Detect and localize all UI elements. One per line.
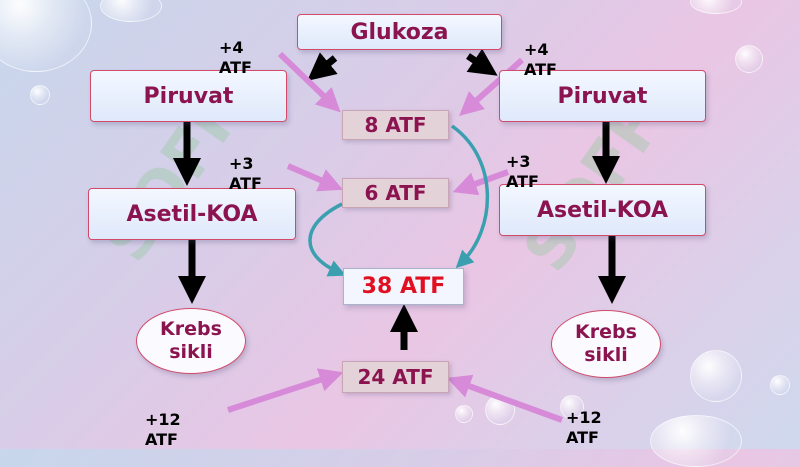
arrow-pink-bottom-right (446, 374, 564, 423)
glucose-box: Glukoza (297, 14, 502, 50)
krebs-left-line1: Krebs (160, 318, 222, 341)
atf-24-box: 24 ATF (342, 361, 449, 393)
label-mid-left-unit: ATF (229, 174, 262, 193)
arrow-pink-top-right (459, 57, 524, 116)
bubble-decoration (560, 395, 584, 419)
acetyl-right-box: Asetil-KOA (499, 184, 706, 236)
bubble-decoration (455, 405, 473, 423)
krebs-left-circle: Krebs sikli (136, 308, 246, 374)
krebs-left-line2: sikli (169, 341, 213, 363)
acetyl-left-box: Asetil-KOA (88, 188, 296, 240)
arrow-pink-mid-left (286, 163, 344, 192)
label-mid-right-value: +3 (506, 152, 531, 171)
bubble-decoration (770, 375, 790, 395)
label-bottom-left-value: +12 (145, 410, 181, 429)
label-mid-left: +3 ATF (229, 154, 262, 194)
label-mid-right-unit: ATF (506, 172, 539, 191)
label-mid-left-value: +3 (229, 154, 254, 173)
atf-38-total-box: 38 ATF (343, 268, 464, 305)
krebs-right-line1: Krebs (575, 321, 637, 344)
arrow-teal-8-to-38 (450, 124, 490, 269)
arrow-glucose-to-pyruvate-left (307, 52, 338, 81)
label-bottom-right-value: +12 (566, 408, 602, 427)
arrow-pink-top-left (277, 51, 341, 113)
arrows-layer (173, 48, 626, 423)
bubble-decoration (735, 45, 763, 73)
bubble-decoration (30, 85, 50, 105)
atf-8-box: 8 ATF (342, 110, 449, 140)
arrow-teal-6-to-38 (308, 202, 346, 277)
atf-6-box: 6 ATF (342, 178, 449, 208)
pyruvate-left-box: Piruvat (90, 70, 287, 122)
label-top-left: +4 ATF (219, 38, 252, 78)
label-bottom-right-unit: ATF (566, 428, 599, 447)
pyruvate-right-box: Piruvat (499, 70, 706, 122)
label-top-left-unit: ATF (219, 58, 252, 77)
label-top-left-value: +4 (219, 38, 244, 57)
label-top-right-value: +4 (524, 40, 549, 59)
krebs-right-circle: Krebs sikli (551, 310, 661, 378)
label-bottom-right: +12 ATF (566, 408, 602, 448)
label-top-right-unit: ATF (524, 60, 557, 79)
label-bottom-left-unit: ATF (145, 430, 178, 449)
label-mid-right: +3 ATF (506, 152, 539, 192)
bubble-decoration (690, 350, 742, 402)
arrow-glucose-to-pyruvate-right (466, 48, 498, 76)
label-top-right: +4 ATF (524, 40, 557, 80)
label-bottom-left: +12 ATF (145, 410, 181, 450)
arrow-pink-bottom-left (227, 368, 344, 413)
krebs-right-line2: sikli (584, 344, 628, 366)
